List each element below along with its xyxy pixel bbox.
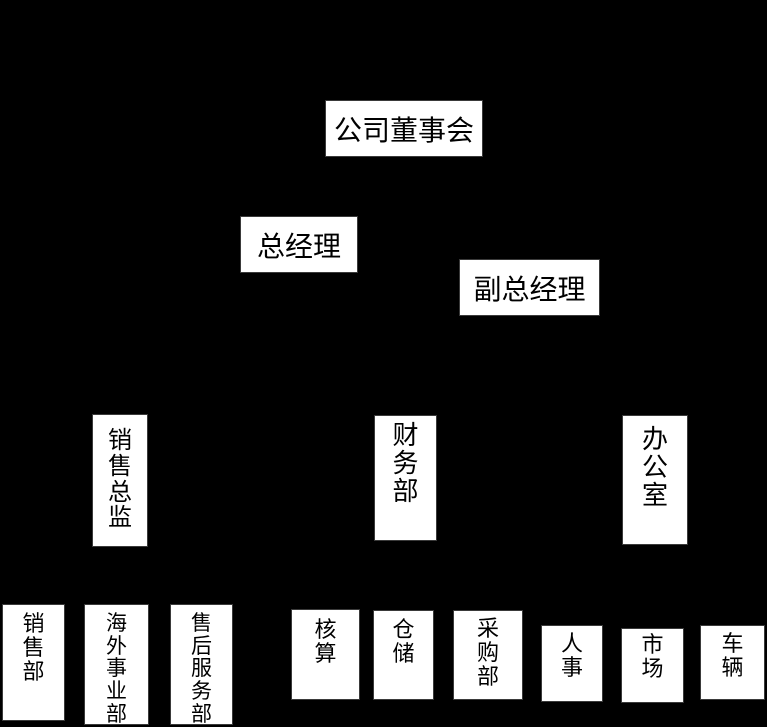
org-node-accounting-label: 核算: [314, 617, 337, 666]
org-node-deputy-general-manager-label: 副总经理: [473, 274, 586, 306]
org-node-board: 公司董事会: [325, 100, 483, 157]
org-node-vehicle: 车辆: [700, 625, 765, 700]
org-node-market: 市场: [621, 628, 684, 703]
org-node-general-manager: 总经理: [240, 216, 358, 273]
org-node-finance-dept: 财务部: [374, 415, 437, 541]
org-node-sales-dept-label: 销售部: [22, 611, 45, 684]
org-node-hr: 人事: [541, 625, 603, 702]
org-node-warehouse-label: 仓储: [392, 617, 415, 666]
org-node-warehouse: 仓储: [373, 610, 434, 700]
org-node-sales-director: 销售总监: [92, 414, 148, 547]
org-node-general-manager-label: 总经理: [256, 231, 341, 263]
org-node-sales-dept: 销售部: [2, 604, 65, 721]
org-node-board-label: 公司董事会: [333, 115, 474, 147]
org-node-overseas-business-dept-label: 海外事业部: [106, 611, 127, 725]
org-node-after-sales-service-dept-label: 售后服务部: [191, 611, 212, 725]
org-node-overseas-business-dept: 海外事业部: [84, 604, 149, 725]
org-node-market-label: 市场: [641, 632, 664, 681]
org-node-finance-dept-label: 财务部: [392, 421, 419, 507]
org-node-accounting: 核算: [291, 609, 360, 700]
org-node-deputy-general-manager: 副总经理: [459, 259, 600, 316]
org-node-vehicle-label: 车辆: [721, 631, 744, 680]
org-node-after-sales-service-dept: 售后服务部: [170, 604, 233, 725]
org-node-sales-director-label: 销售总监: [108, 427, 132, 532]
org-node-procurement-dept-label: 采购部: [477, 616, 500, 689]
org-node-office-label: 办公室: [642, 425, 669, 511]
org-node-procurement-dept: 采购部: [453, 610, 523, 700]
org-node-office: 办公室: [622, 415, 688, 545]
org-node-hr-label: 人事: [561, 631, 584, 680]
